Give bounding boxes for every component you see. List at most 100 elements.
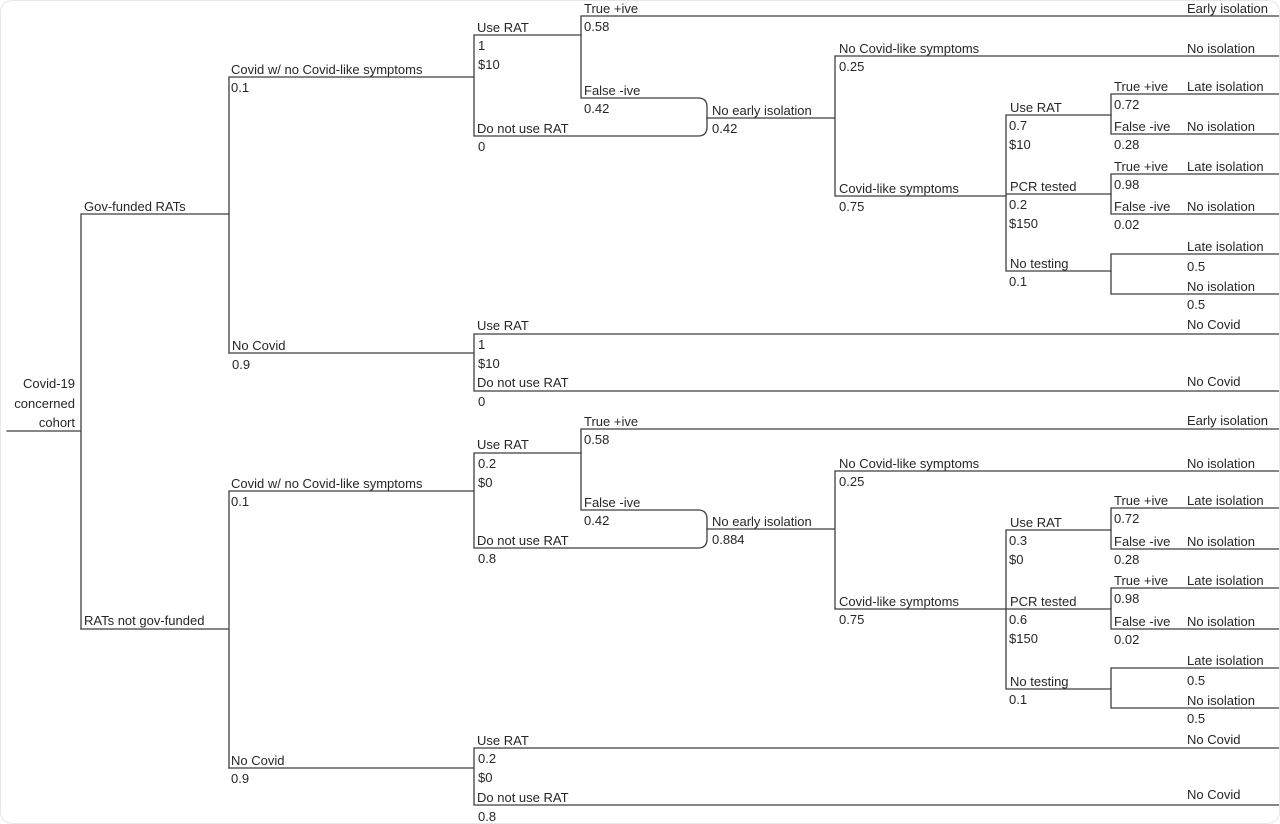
gov-pcr-false-neg-prob: 0.02: [1114, 217, 1140, 232]
gov-no-early-line: [706, 55, 1279, 197]
nogov-no-symptoms-outcome: No isolation: [1187, 456, 1255, 471]
nogov-pcr-false-neg-prob: 0.02: [1114, 632, 1140, 647]
nogov-nc-no-rat-prob: 0.8: [478, 809, 497, 824]
nogov-no-testing-prob: 0.1: [1009, 692, 1028, 707]
nogov-branch-label: RATs not gov-funded: [84, 613, 205, 628]
nogov-nc-use-rat-label: Use RAT: [477, 733, 529, 748]
gov-rat2-prob: 0.7: [1009, 118, 1028, 133]
root-label-line1: Covid-19: [22, 376, 75, 391]
gov-no-testing-none-prob: 0.5: [1187, 297, 1206, 312]
gov-rat2-result-line: [1110, 93, 1279, 135]
nogov-no-symptoms-prob: 0.25: [839, 474, 865, 489]
nogov-symptoms-label: Covid-like symptoms: [839, 594, 959, 609]
nogov-symptoms-prob: 0.75: [839, 612, 865, 627]
nogov-nc-use-rat-prob: 0.2: [478, 751, 497, 766]
nogov-rat2-false-neg-label: False -ive: [1114, 534, 1171, 549]
nogov-rat2-cost: $0: [1009, 552, 1024, 567]
gov-use-rat-prob: 1: [478, 38, 486, 53]
gov-rat2-true-pos-prob: 0.72: [1114, 97, 1140, 112]
gov-no-rat-label: Do not use RAT: [477, 121, 569, 136]
nogov-use-rat-prob: 0.2: [478, 456, 497, 471]
root-branch-line: [6, 213, 230, 630]
gov-no-rat-prob: 0: [478, 139, 486, 154]
nogov-no-rat-prob: 0.8: [478, 551, 497, 566]
gov-use-rat-cost: $10: [478, 57, 500, 72]
nogov-pcr-false-neg-label: False -ive: [1114, 614, 1171, 629]
gov-pcr-true-pos-outcome: Late isolation: [1187, 159, 1264, 174]
gov-pcr-result-line: [1110, 173, 1279, 215]
gov-rat2-false-neg-outcome: No isolation: [1187, 119, 1255, 134]
gov-true-pos-prob: 0.58: [584, 19, 610, 34]
gov-nc-use-rat-cost: $10: [478, 356, 500, 371]
gov-nc-use-rat-label: Use RAT: [477, 318, 529, 333]
nogov-rat2-label: Use RAT: [1010, 515, 1062, 530]
gov-pcr-cost: $150: [1009, 216, 1038, 231]
gov-use-rat-label: Use RAT: [477, 20, 529, 35]
nogov-no-testing-none-label: No isolation: [1187, 693, 1255, 708]
nogov-no-early-label: No early isolation: [712, 514, 812, 529]
nogov-nc-no-rat-label: Do not use RAT: [477, 790, 569, 805]
nogov-pcr-true-pos-prob: 0.98: [1114, 591, 1140, 606]
gov-rat2-true-pos-label: True +ive: [1114, 79, 1169, 94]
gov-no-early-prob: 0.42: [712, 121, 738, 136]
nogov-pcr-label: PCR tested: [1010, 594, 1077, 609]
gov-rat2-false-neg-prob: 0.28: [1114, 137, 1140, 152]
gov-pcr-true-pos-label: True +ive: [1114, 159, 1169, 174]
nogov-covid-prob: 0.1: [231, 494, 250, 509]
nogov-no-testing-late-prob: 0.5: [1187, 673, 1206, 688]
gov-pcr-false-neg-outcome: No isolation: [1187, 199, 1255, 214]
gov-true-pos-label: True +ive: [584, 1, 639, 16]
gov-rat-decision-line: [473, 34, 708, 137]
gov-rat2-label: Use RAT: [1010, 100, 1062, 115]
nogov-pcr-prob: 0.6: [1009, 612, 1028, 627]
nogov-false-neg-prob: 0.42: [584, 513, 610, 528]
nogov-true-pos-outcome: Early isolation: [1187, 413, 1268, 428]
nogov-no-symptoms-label: No Covid-like symptoms: [839, 456, 980, 471]
nogov-use-rat-label: Use RAT: [477, 437, 529, 452]
gov-symptoms-node-line: [1005, 114, 1112, 272]
nogov-branch-line: [80, 490, 475, 769]
nogov-pcr-true-pos-outcome: Late isolation: [1187, 573, 1264, 588]
gov-rat2-true-pos-outcome: Late isolation: [1187, 79, 1264, 94]
nogov-rat2-true-pos-label: True +ive: [1114, 493, 1169, 508]
nogov-rat2-true-pos-outcome: Late isolation: [1187, 493, 1264, 508]
gov-no-early-label: No early isolation: [712, 103, 812, 118]
gov-no-testing-result-line: [1110, 253, 1279, 295]
gov-no-testing-none-label: No isolation: [1187, 279, 1255, 294]
nogov-rat-result-line: [580, 428, 1279, 530]
nogov-rat2-false-neg-prob: 0.28: [1114, 552, 1140, 567]
gov-branch-label: Gov-funded RATs: [84, 199, 186, 214]
nogov-no-rat-label: Do not use RAT: [477, 533, 569, 548]
gov-no-symptoms-outcome: No isolation: [1187, 41, 1255, 56]
gov-rat-result-line: [580, 15, 1279, 119]
nogov-no-testing-label: No testing: [1010, 674, 1069, 689]
gov-nc-use-rat-prob: 1: [478, 337, 486, 352]
gov-false-neg-prob: 0.42: [584, 101, 610, 116]
gov-no-testing-late-prob: 0.5: [1187, 259, 1206, 274]
root-label-line3: cohort: [38, 415, 75, 430]
gov-pcr-label: PCR tested: [1010, 179, 1077, 194]
nogov-no-covid-prob: 0.9: [231, 771, 250, 786]
gov-symptoms-prob: 0.75: [839, 199, 865, 214]
gov-pcr-prob: 0.2: [1009, 197, 1028, 212]
nogov-false-neg-label: False -ive: [584, 495, 641, 510]
nogov-use-rat-cost: $0: [478, 475, 493, 490]
nogov-rat-decision-line: [473, 452, 708, 549]
nogov-no-testing-result-line: [1110, 667, 1279, 709]
nogov-pcr-cost: $150: [1009, 631, 1038, 646]
gov-no-covid-label: No Covid: [232, 338, 286, 353]
gov-symptoms-label: Covid-like symptoms: [839, 181, 959, 196]
gov-rat2-false-neg-label: False -ive: [1114, 119, 1171, 134]
gov-no-covid-line: [228, 333, 1279, 392]
root-label-line2: concerned: [14, 396, 75, 411]
gov-no-symptoms-prob: 0.25: [839, 59, 865, 74]
gov-nc-no-rat-prob: 0: [478, 394, 486, 409]
nogov-true-pos-prob: 0.58: [584, 432, 610, 447]
gov-no-covid-prob: 0.9: [232, 357, 251, 372]
gov-nc-no-rat-label: Do not use RAT: [477, 375, 569, 390]
gov-covid-branch-line: [228, 76, 475, 354]
gov-no-testing-label: No testing: [1010, 256, 1069, 271]
nogov-nc-use-rat-outcome: No Covid: [1187, 732, 1241, 747]
